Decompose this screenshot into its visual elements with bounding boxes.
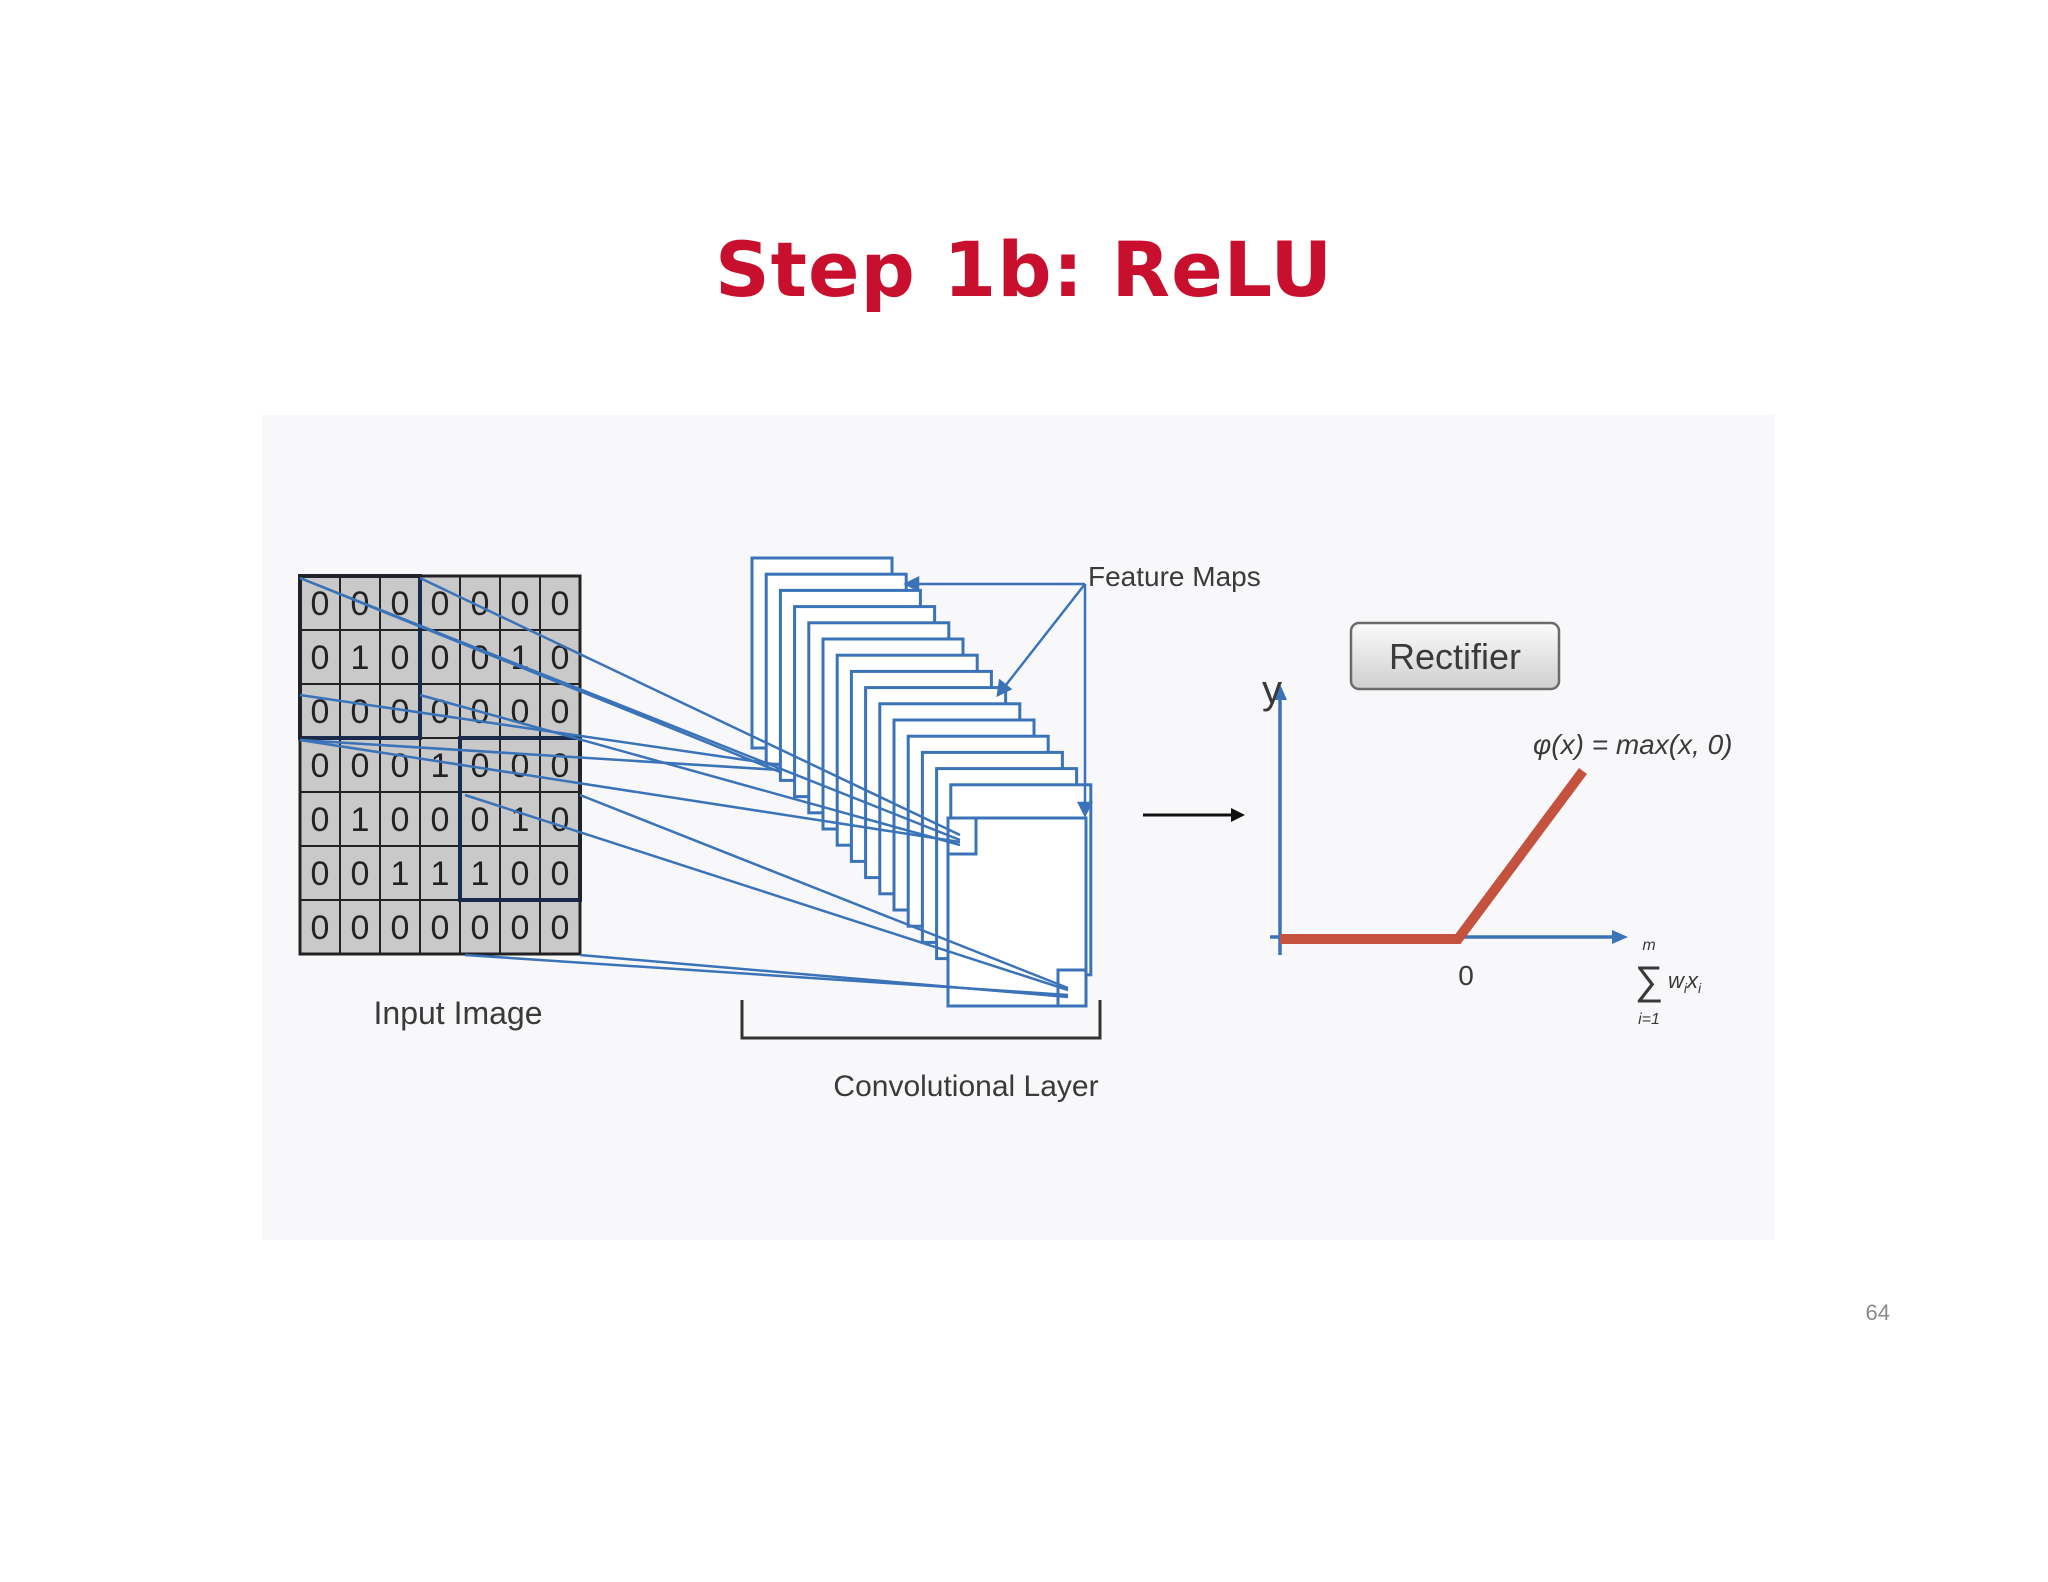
y-axis-arrow-icon	[1273, 684, 1287, 700]
grid-cell-value: 0	[351, 747, 370, 785]
grid-cell-value: 1	[351, 639, 370, 677]
sum-term-sub2: i	[1698, 980, 1702, 996]
grid-cell-value: 0	[551, 585, 570, 623]
grid-cell	[419, 845, 461, 901]
x-axis-arrow-icon	[1612, 930, 1628, 944]
grid-cell-value: 0	[431, 909, 450, 947]
grid-cell-value: 0	[391, 639, 410, 677]
grid-cell-value: 0	[391, 693, 410, 731]
grid-cell	[339, 845, 381, 901]
grid-cell-value: 0	[391, 747, 410, 785]
rectifier-button-label: Rectifier	[1389, 636, 1521, 677]
grid-cell-value: 0	[551, 639, 570, 677]
convolution-connections	[299, 576, 1069, 999]
y-axis-label: y	[1262, 668, 1282, 712]
grid-cell-value: 0	[471, 747, 490, 785]
grid-cell-value: 0	[311, 639, 330, 677]
grid-cell-value: 1	[511, 639, 530, 677]
grid-cell	[379, 845, 421, 901]
grid-cell-value: 1	[511, 801, 530, 839]
grid-cell-value: 1	[471, 855, 490, 893]
page-number: 64	[1865, 1300, 1890, 1325]
rectifier-button[interactable]: Rectifier	[1349, 621, 1561, 691]
grid-cell-value: 1	[431, 855, 450, 893]
sum-symbol: ∑	[1635, 959, 1664, 1003]
grid-cell-value: 0	[311, 693, 330, 731]
grid-cell-value: 0	[471, 585, 490, 623]
grid-cell-value: 1	[431, 747, 450, 785]
grid-cell	[459, 899, 501, 955]
sum-term-x: x	[1686, 968, 1699, 993]
grid-cell-value: 0	[551, 855, 570, 893]
grid-cell	[499, 899, 541, 955]
grid-cell	[299, 845, 341, 901]
convolutional-layer-label: Convolutional Layer	[833, 1070, 1098, 1103]
grid-cell-value: 0	[351, 585, 370, 623]
grid-cell-value: 0	[311, 855, 330, 893]
grid-cell-value: 0	[351, 855, 370, 893]
grid-cell-value: 0	[471, 639, 490, 677]
grid-cell-value: 0	[311, 909, 330, 947]
relu-curve	[1280, 768, 1588, 944]
relu-formula: φ(x) = max(x, 0)	[1533, 729, 1733, 760]
grid-cell-value: 0	[351, 693, 370, 731]
input-image-label: Input Image	[374, 995, 543, 1031]
feature-map-stack	[750, 556, 1093, 1008]
grid-cell	[299, 737, 341, 793]
grid-cell-value: 0	[391, 801, 410, 839]
sum-lower-limit: i=1	[1638, 1011, 1660, 1028]
grid-cell-value: 0	[431, 585, 450, 623]
sum-term-sub1: i	[1684, 980, 1688, 996]
grid-cell-value: 0	[471, 909, 490, 947]
feature-maps-arrows	[903, 575, 1094, 818]
grid-cell-value: 0	[471, 801, 490, 839]
sum-upper-limit: m	[1642, 937, 1655, 954]
grid-cell-value: 0	[391, 909, 410, 947]
grid-cell	[499, 845, 541, 901]
slide-title: Step 1b: ReLU	[714, 225, 1334, 314]
grid-cell-value: 0	[351, 909, 370, 947]
grid-cell	[499, 791, 541, 847]
grid-cell-value: 0	[431, 801, 450, 839]
svg-text:wixi: wixi	[1668, 968, 1702, 996]
grid-cell-value: 0	[311, 801, 330, 839]
grid-cell	[419, 575, 461, 631]
grid-cell-value: 0	[511, 585, 530, 623]
grid-cell-value: 1	[351, 801, 370, 839]
grid-cell-value: 1	[391, 855, 410, 893]
grid-cell-value: 0	[311, 747, 330, 785]
arrowhead-icon	[1231, 808, 1245, 822]
grid-cell-value: 0	[551, 909, 570, 947]
grid-cell-value: 0	[511, 909, 530, 947]
grid-cell-value: 0	[551, 693, 570, 731]
x-axis-sum-label: m ∑ i=1 wixi	[1635, 937, 1702, 1028]
origin-label: 0	[1458, 960, 1474, 991]
grid-cell	[339, 683, 381, 739]
input-grid-border	[298, 574, 582, 956]
grid-cell-value: 0	[551, 801, 570, 839]
relu-plot: y φ(x) = max(x, 0) 0 m ∑ i=1 wixi	[1262, 668, 1733, 1028]
sum-term-w: w	[1668, 968, 1686, 993]
convolutional-layer-bracket	[740, 1000, 1102, 1040]
grid-cell-value: 0	[391, 585, 410, 623]
grid-cell	[419, 899, 461, 955]
grid-cell-value: 0	[431, 639, 450, 677]
grid-cell-value: 0	[511, 855, 530, 893]
grid-cell	[499, 575, 541, 631]
grid-cell-value: 0	[311, 585, 330, 623]
grid-cell	[499, 629, 541, 685]
feature-maps-label: Feature Maps	[1088, 561, 1261, 592]
